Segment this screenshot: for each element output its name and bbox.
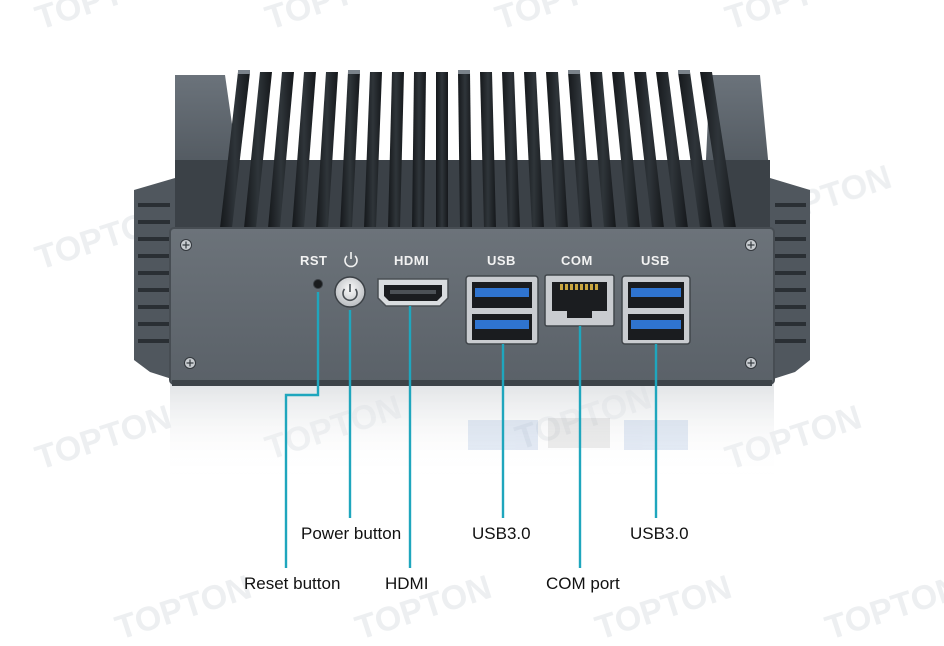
heatsink [134, 70, 810, 380]
watermark-text: TOPTON [491, 0, 636, 38]
power-button [334, 276, 366, 308]
watermark-text: TOPTON [31, 398, 176, 478]
screw-icons [180, 239, 757, 369]
screw-icon [184, 357, 196, 369]
usb-port-stack-right [621, 275, 691, 345]
watermark-text: TOPTON [111, 568, 256, 646]
watermark-text: TOPTON [721, 0, 866, 38]
callout-com-port: COM port [546, 574, 620, 593]
com-port [544, 274, 615, 327]
power-icon [344, 252, 358, 268]
watermark-text: TOPTON [261, 0, 406, 38]
floor-reflection [170, 384, 774, 474]
heatsink-fins [220, 72, 736, 228]
usb-port-stack-left [465, 275, 539, 345]
screw-icon [180, 239, 192, 251]
panel-label-usb-left: USB [487, 253, 516, 268]
panel-label-hdmi: HDMI [394, 253, 430, 268]
watermark-text: TOPTON [821, 568, 944, 646]
panel-label-usb-right: USB [641, 253, 670, 268]
panel-label-rst: RST [300, 253, 328, 268]
callout-usb-right: USB3.0 [630, 524, 689, 543]
callout-lines [284, 292, 658, 568]
hdmi-port [377, 278, 449, 307]
callout-usb-left: USB3.0 [472, 524, 531, 543]
callout-line-reset [284, 292, 320, 568]
reset-pinhole [313, 279, 323, 289]
panel-label-com: COM [561, 253, 593, 268]
watermark-text: TOPTON [31, 0, 176, 38]
screw-icon [745, 239, 757, 251]
callout-reset-button: Reset button [244, 574, 341, 593]
callout-power-button: Power button [301, 524, 402, 543]
callout-hdmi: HDMI [385, 574, 429, 593]
screw-icon [745, 357, 757, 369]
